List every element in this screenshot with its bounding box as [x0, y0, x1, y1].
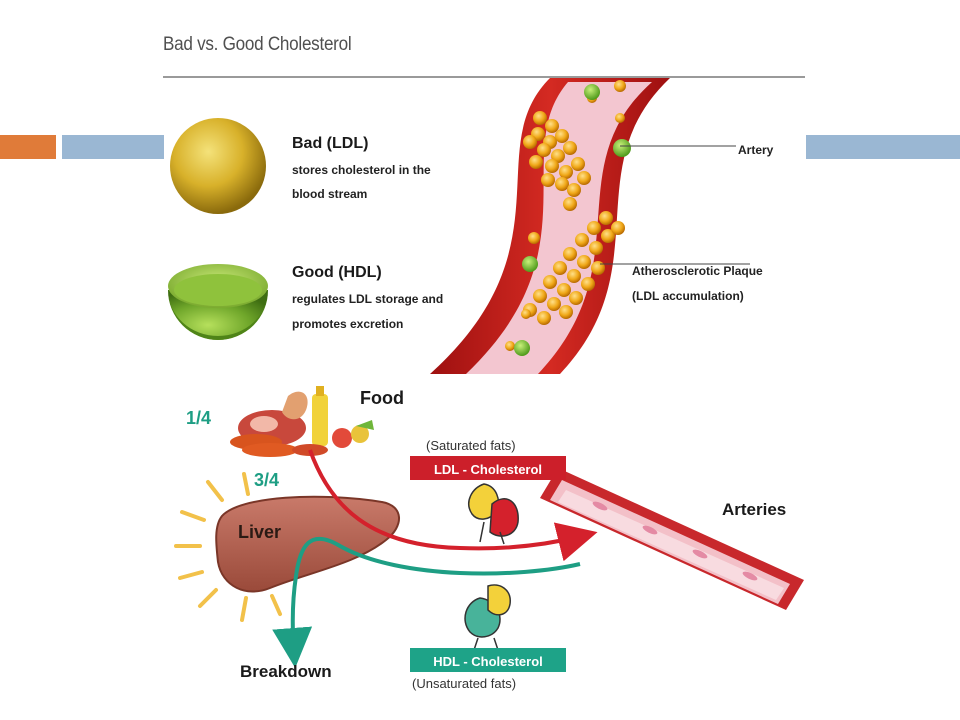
artery-leader-lines — [670, 145, 750, 265]
ldl-badge: LDL - Cholesterol — [433, 462, 543, 477]
header-bar-left — [62, 135, 164, 159]
hdl-badge: HDL - Cholesterol — [433, 654, 543, 669]
plaque-label-line1: Atherosclerotic Plaque — [632, 264, 763, 278]
ldl-heading: Bad (LDL) — [292, 135, 369, 152]
artery-label: Artery — [738, 143, 774, 157]
ldl-desc-line1: stores cholesterol in the — [292, 163, 431, 177]
fraction-food: 1/4 — [186, 408, 212, 428]
food-icon — [230, 386, 374, 457]
hdl-heading: Good (HDL) — [292, 264, 382, 281]
food-label: Food — [360, 388, 404, 408]
header-bar-right — [806, 135, 960, 159]
panel-title: Bad vs. Good Cholesterol — [163, 34, 352, 55]
title-divider — [163, 76, 805, 78]
ldl-particle-icon — [170, 118, 266, 214]
arteries-label: Arteries — [722, 500, 787, 519]
ldl-desc-line2: blood stream — [292, 187, 368, 201]
plaque-label-line2: (LDL accumulation) — [632, 289, 744, 303]
hdl-desc-line2: promotes excretion — [292, 317, 404, 331]
accent-bar — [0, 135, 56, 159]
fraction-liver: 3/4 — [254, 470, 280, 490]
hdl-desc-line1: regulates LDL storage and — [292, 292, 444, 306]
saturated-fats-label: (Saturated fats) — [426, 438, 516, 453]
hdl-character-icon — [464, 584, 511, 651]
artery-illustration — [430, 78, 670, 374]
breakdown-label: Breakdown — [240, 662, 332, 681]
arteries-icon — [540, 468, 804, 610]
unsaturated-fats-label: (Unsaturated fats) — [412, 676, 517, 691]
cholesterol-pathway-diagram — [174, 386, 804, 672]
hdl-particle-icon — [168, 264, 268, 340]
liver-label: Liver — [238, 522, 282, 542]
ldl-character-icon — [468, 483, 519, 545]
